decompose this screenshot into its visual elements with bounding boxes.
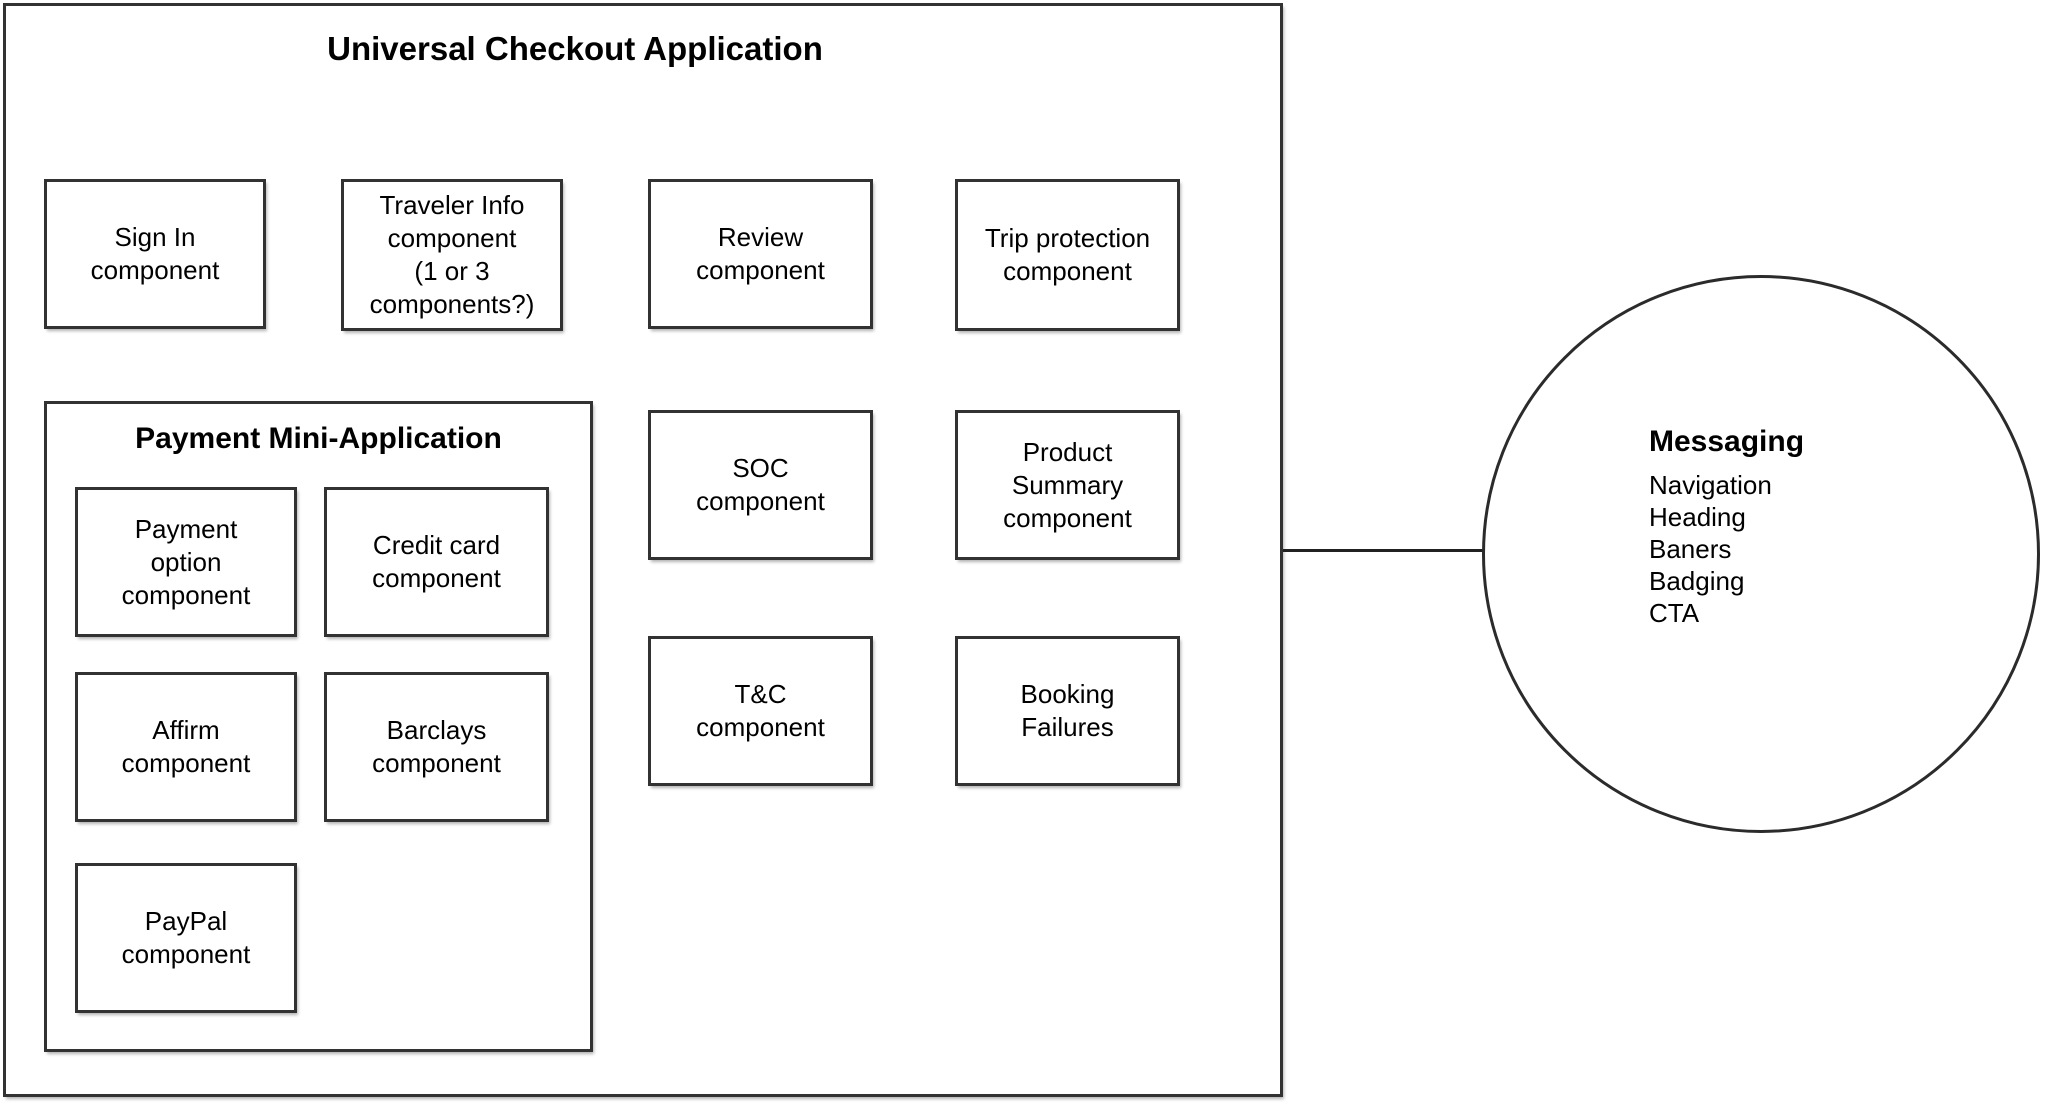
messaging-list: Navigation Heading Baners Badging CTA bbox=[1649, 469, 1804, 629]
messaging-item-badging: Badging bbox=[1649, 566, 1745, 596]
box-label-trip-protection: Trip protection component bbox=[984, 223, 1151, 286]
box-review-component: Review component bbox=[648, 179, 873, 329]
box-label-review: Review component bbox=[696, 222, 825, 285]
box-paypal-component: PayPal component bbox=[75, 863, 297, 1013]
messaging-item-baners: Baners bbox=[1649, 534, 1732, 564]
messaging-circle bbox=[1482, 275, 2040, 833]
box-label-terms-and-conditions: T&C component bbox=[696, 679, 825, 742]
payment-mini-application-container: Payment Mini-Application Payment option … bbox=[44, 401, 593, 1052]
box-trip-protection-component: Trip protection component bbox=[955, 179, 1180, 331]
box-product-summary-component: Product Summary component bbox=[955, 410, 1180, 560]
messaging-item-navigation: Navigation bbox=[1649, 470, 1772, 500]
box-label-barclays: Barclays component bbox=[372, 715, 501, 778]
box-sign-in-component: Sign In component bbox=[44, 179, 266, 329]
box-label-product-summary: Product Summary component bbox=[1003, 436, 1132, 533]
box-label-booking-failures: Booking Failures bbox=[1020, 679, 1115, 742]
box-traveler-info-component: Traveler Info component (1 or 3 componen… bbox=[341, 179, 563, 331]
box-label-soc: SOC component bbox=[696, 453, 825, 516]
page-title: Universal Checkout Application bbox=[327, 30, 823, 67]
box-terms-and-conditions-component: T&C component bbox=[648, 636, 873, 786]
box-label-payment-option: Payment option component bbox=[121, 513, 251, 610]
box-label-sign-in: Sign In component bbox=[90, 222, 220, 285]
messaging-text-block: Messaging Navigation Heading Baners Badg… bbox=[1649, 424, 1804, 629]
payment-mini-application-title: Payment Mini-Application bbox=[135, 422, 502, 455]
connector-line bbox=[1283, 549, 1483, 552]
box-label-credit-card: Credit card component bbox=[372, 530, 501, 593]
box-barclays-component: Barclays component bbox=[324, 672, 549, 822]
box-label-paypal: PayPal component bbox=[121, 906, 251, 969]
messaging-item-cta: CTA bbox=[1649, 598, 1700, 628]
box-label-traveler-info: Traveler Info component (1 or 3 componen… bbox=[369, 190, 535, 319]
messaging-title: Messaging bbox=[1649, 425, 1805, 458]
box-booking-failures: Booking Failures bbox=[955, 636, 1180, 786]
box-payment-option-component: Payment option component bbox=[75, 487, 297, 637]
messaging-item-heading: Heading bbox=[1649, 502, 1746, 532]
box-label-affirm: Affirm component bbox=[121, 715, 251, 778]
box-affirm-component: Affirm component bbox=[75, 672, 297, 822]
box-credit-card-component: Credit card component bbox=[324, 487, 549, 637]
box-soc-component: SOC component bbox=[648, 410, 873, 560]
